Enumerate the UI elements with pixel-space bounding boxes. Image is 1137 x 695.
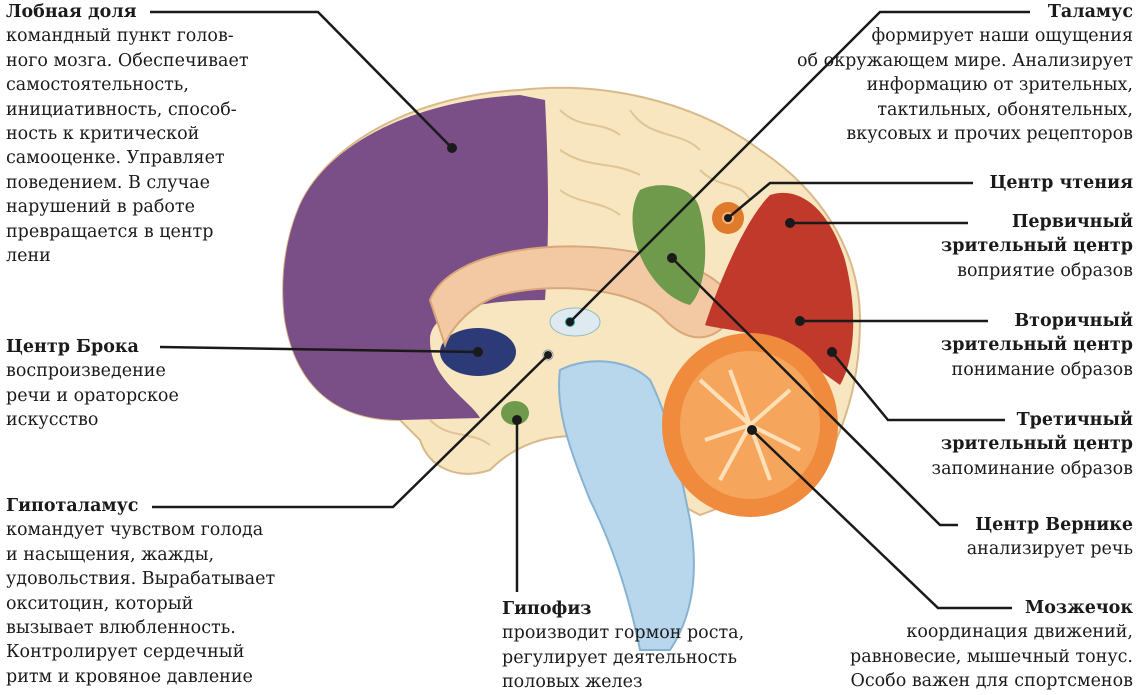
wernicke-title: Центр Вернике	[975, 515, 1133, 535]
cerebellum-region	[662, 333, 838, 517]
primary-visual-description: воприятие образов	[957, 260, 1133, 281]
label-frontal-lobe: Лобная доля командный пункт голов- ного …	[6, 0, 306, 268]
leader-thalamus	[569, 10, 1030, 323]
cerebellum-description: координация движений, равновесие, мышечн…	[850, 622, 1133, 692]
label-primary-visual: Первичный зрительный центр воприятие обр…	[880, 210, 1133, 283]
label-secondary-visual: Вторичный зрительный центр понимание обр…	[880, 309, 1133, 382]
thalamus-description: формирует наши ощущения об окружающем ми…	[796, 26, 1133, 145]
label-hypothalamus: Гипоталамус командует чувством голода и …	[6, 494, 336, 689]
wernicke-area-region	[632, 185, 706, 305]
label-thalamus: Таламус формирует наши ощущения об окруж…	[737, 0, 1133, 146]
broca-title: Центр Брока	[6, 337, 139, 357]
tertiary-visual-title: Третичный зрительный центр	[941, 410, 1133, 455]
cerebellum-title: Мозжечок	[1024, 598, 1133, 618]
wernicke-description: анализирует речь	[966, 539, 1133, 560]
frontal-lobe-title: Лобная доля	[6, 2, 137, 22]
leader-hypothalamus	[152, 354, 549, 509]
label-tertiary-visual: Третичный зрительный центр запоминание о…	[880, 408, 1133, 481]
leader-lines	[150, 10, 1030, 610]
gyri-texture	[429, 109, 751, 446]
secondary-visual-title: Вторичный зрительный центр	[941, 311, 1133, 356]
hypothalamus-description: командует чувством голода и насыщения, ж…	[6, 520, 276, 687]
hypothalamus-title: Гипоталамус	[6, 496, 139, 516]
broca-description: воспроизведение речи и ораторское искусс…	[6, 361, 179, 431]
primary-visual-title: Первичный зрительный центр	[941, 212, 1133, 257]
leader-dots	[447, 143, 837, 435]
pituitary-title: Гипофиз	[502, 599, 592, 619]
leader-wernicke	[671, 257, 958, 527]
pituitary-description: производит гормон роста, регулирует деят…	[502, 623, 745, 693]
frontal-lobe-description: командный пункт голов- ного мозга. Обесп…	[6, 26, 249, 267]
label-cerebellum: Мозжечок координация движений, равновеси…	[790, 596, 1133, 694]
brainstem	[558, 360, 695, 651]
label-reading-center: Центр чтения	[880, 171, 1133, 195]
label-pituitary: Гипофиз производит гормон роста, регулир…	[502, 597, 792, 695]
thalamus-title: Таламус	[1047, 2, 1133, 22]
secondary-visual-description: понимание образов	[951, 359, 1133, 380]
label-wernicke: Центр Вернике анализирует речь	[880, 513, 1133, 562]
pituitary-region	[501, 401, 529, 425]
frontal-lobe-region	[283, 95, 549, 420]
label-broca: Центр Брока воспроизведение речи и орато…	[6, 335, 266, 433]
leader-reading	[727, 181, 973, 219]
visual-cortex-region	[705, 192, 854, 385]
reading-center-title: Центр чтения	[989, 173, 1133, 193]
leader-frontal	[150, 10, 453, 149]
leader-tertiary-visual	[831, 351, 1005, 422]
leader-cerebellum	[751, 429, 1012, 610]
tertiary-visual-description: запоминание образов	[931, 458, 1133, 479]
leader-broca	[159, 345, 479, 354]
